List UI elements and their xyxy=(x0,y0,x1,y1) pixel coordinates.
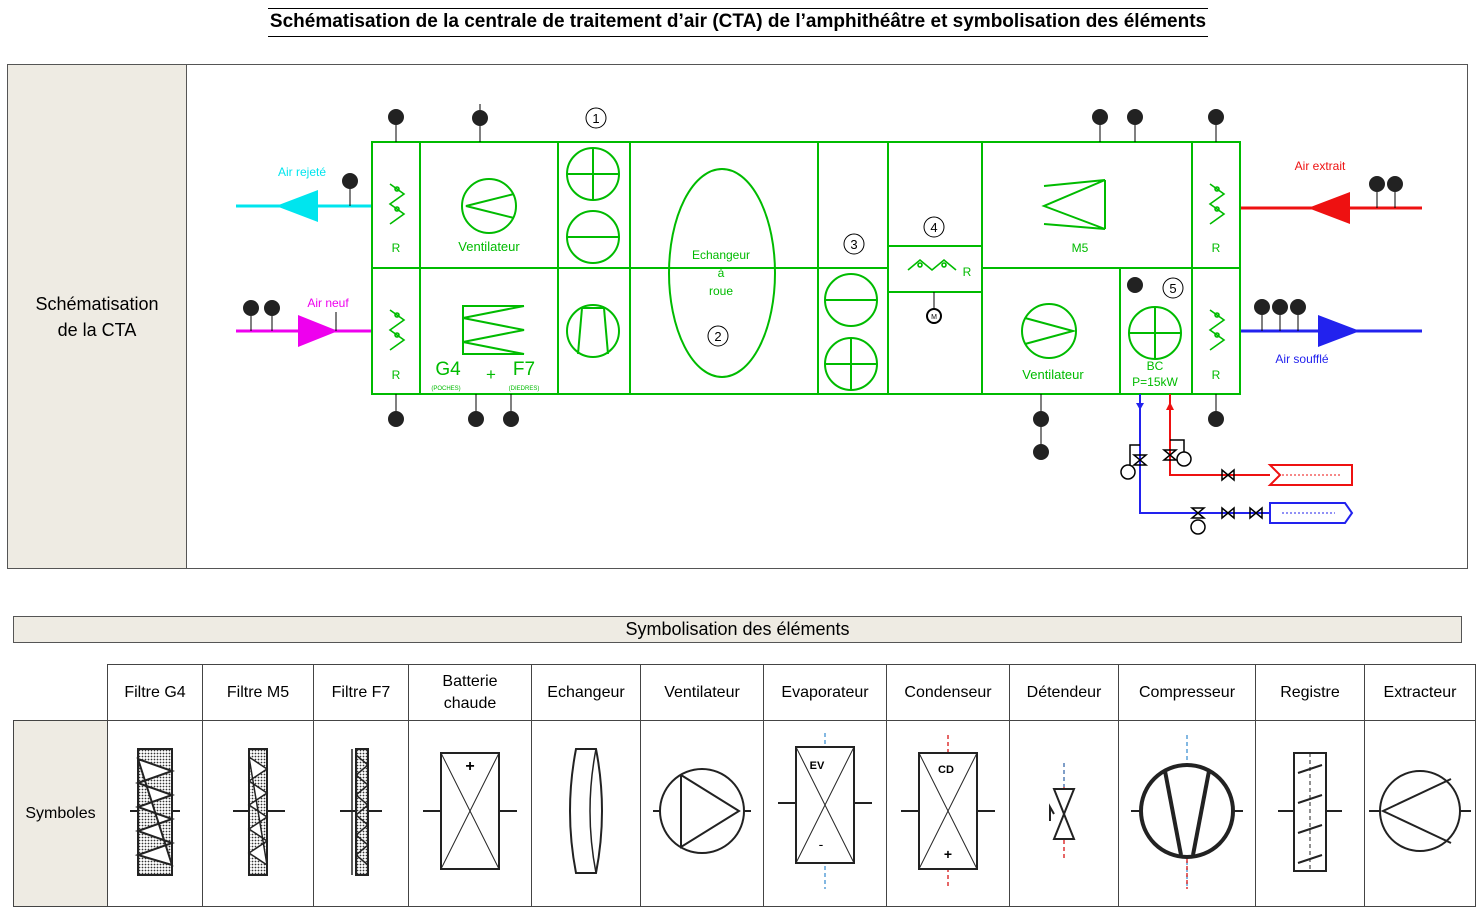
header-ventilateur: Ventilateur xyxy=(640,664,764,721)
air-handling-unit xyxy=(371,141,1241,395)
f7-label: F7 xyxy=(513,359,535,380)
header-filtre-g4: Filtre G4 xyxy=(107,664,203,721)
header-detendeur: Détendeur xyxy=(1009,664,1119,721)
legend-title: Symbolisation des éléments xyxy=(625,619,850,639)
damper-souffle-label: R xyxy=(1212,368,1221,382)
cta-diagram: M Air rejeté Air neuf Air extrait xyxy=(236,104,1422,535)
extract-fan-label: Ventilateur xyxy=(458,239,520,254)
symbols-row-label: Symboles xyxy=(13,720,108,907)
header-condenseur: Condenseur xyxy=(886,664,1010,721)
air-extrait-label: Air extrait xyxy=(1295,159,1346,173)
marker-1: 1 xyxy=(585,107,607,129)
header-evaporateur: Evaporateur xyxy=(763,664,887,721)
heating-coil-icon: + xyxy=(408,720,532,907)
hot-water-circuit xyxy=(1136,394,1354,524)
heat-exchanger-icon xyxy=(531,720,641,907)
marker-4: 4 xyxy=(923,216,945,238)
supply-fan-label: Ventilateur xyxy=(1022,367,1084,382)
g4-label: G4 xyxy=(435,359,461,380)
damper-extrait xyxy=(1208,183,1226,225)
filter-g4-icon xyxy=(107,720,203,907)
marker-3: 3 xyxy=(843,233,865,255)
header-filtre-m5: Filtre M5 xyxy=(202,664,314,721)
damper-motor-text: M xyxy=(931,314,937,321)
bypass-damper-label: R xyxy=(963,265,972,279)
evaporator-icon: EV - xyxy=(763,720,887,907)
marker-2-text: 2 xyxy=(714,329,721,344)
side-label-line1: Schématisation xyxy=(35,293,159,314)
title-text: Schématisation de la centrale de traitem… xyxy=(267,8,1209,37)
poches-label: (POCHES) xyxy=(431,386,460,392)
compressor-icon xyxy=(1118,720,1256,907)
cta-row-label: Schématisation de la CTA xyxy=(8,65,187,568)
bypass-damper-icon xyxy=(907,258,957,272)
bc-label: BC xyxy=(1147,359,1164,373)
legend-title-bar: Symbolisation des éléments xyxy=(13,616,1462,643)
marker-5: 5 xyxy=(1162,277,1184,299)
evaporator-minus: - xyxy=(819,836,824,852)
marker-3-text: 3 xyxy=(850,237,857,252)
exchanger-label-2: à xyxy=(718,266,725,280)
damper-extrait-label: R xyxy=(1212,241,1221,255)
exchanger-label-1: Echangeur xyxy=(692,248,750,262)
fan-icon xyxy=(640,720,764,907)
damper-souffle xyxy=(1208,309,1226,351)
evaporator-ev: EV xyxy=(810,760,825,772)
condenser-icon: CD + xyxy=(886,720,1010,907)
coils-3-icon xyxy=(824,273,878,391)
air-souffle-duct xyxy=(1240,299,1422,347)
page-title: Schématisation de la centrale de traitem… xyxy=(0,8,1476,37)
condenser-plus: + xyxy=(944,846,952,862)
damper-rejete xyxy=(388,183,406,225)
marker-4-text: 4 xyxy=(930,220,937,235)
air-rejete-duct xyxy=(236,173,372,222)
instrument-gauges xyxy=(388,104,1224,460)
extract-fan-icon xyxy=(461,178,517,234)
marker-5-text: 5 xyxy=(1169,281,1176,296)
valves xyxy=(1120,439,1263,535)
exchange-coils-icon xyxy=(566,147,620,358)
exchanger-label-3: roue xyxy=(709,284,733,298)
condenser-cd: CD xyxy=(938,764,954,776)
heating-coil-plus: + xyxy=(465,758,474,775)
filter-m5-icon xyxy=(202,720,314,907)
rotary-exchanger-icon xyxy=(668,168,776,378)
table-corner xyxy=(14,665,108,721)
air-rejete-label: Air rejeté xyxy=(278,165,326,179)
header-extracteur: Extracteur xyxy=(1364,664,1476,721)
damper-icon xyxy=(1255,720,1365,907)
damper-rejete-label: R xyxy=(392,241,401,255)
header-echangeur: Echangeur xyxy=(531,664,641,721)
air-neuf-label: Air neuf xyxy=(307,296,349,310)
air-extrait-duct xyxy=(1240,176,1422,224)
marker-1-text: 1 xyxy=(592,111,599,126)
side-label-line2: de la CTA xyxy=(57,319,137,340)
header-batterie-chaude: Batterie chaude xyxy=(408,664,532,721)
filter-g4-f7-icon xyxy=(462,305,525,355)
plus-label: + xyxy=(486,365,496,384)
header-filtre-f7: Filtre F7 xyxy=(313,664,409,721)
heating-coil-unit-icon xyxy=(1128,306,1182,360)
marker-2: 2 xyxy=(707,325,729,347)
air-souffle-label: Air soufflé xyxy=(1275,352,1328,366)
m5-label: M5 xyxy=(1072,241,1089,255)
symbols-table: Filtre G4 Filtre M5 Filtre F7 Batterie c… xyxy=(13,664,1476,907)
damper-neuf-label: R xyxy=(392,368,401,382)
header-registre: Registre xyxy=(1255,664,1365,721)
damper-motor-icon: M xyxy=(926,308,942,324)
filter-f7-icon xyxy=(313,720,409,907)
cta-schematic-panel: Schématisation de la CTA xyxy=(7,64,1468,569)
header-compresseur: Compresseur xyxy=(1118,664,1256,721)
supply-fan-icon xyxy=(1021,303,1077,359)
diedres-label: (DIEDRES) xyxy=(509,386,540,392)
filter-m5-unit-icon xyxy=(1041,179,1106,230)
damper-neuf xyxy=(388,309,406,351)
expansion-valve-icon xyxy=(1009,720,1119,907)
header-batterie-chaude-text: Batterie chaude xyxy=(442,672,498,712)
extractor-icon xyxy=(1364,720,1476,907)
power-label: P=15kW xyxy=(1132,375,1178,389)
air-neuf-duct xyxy=(236,300,372,347)
